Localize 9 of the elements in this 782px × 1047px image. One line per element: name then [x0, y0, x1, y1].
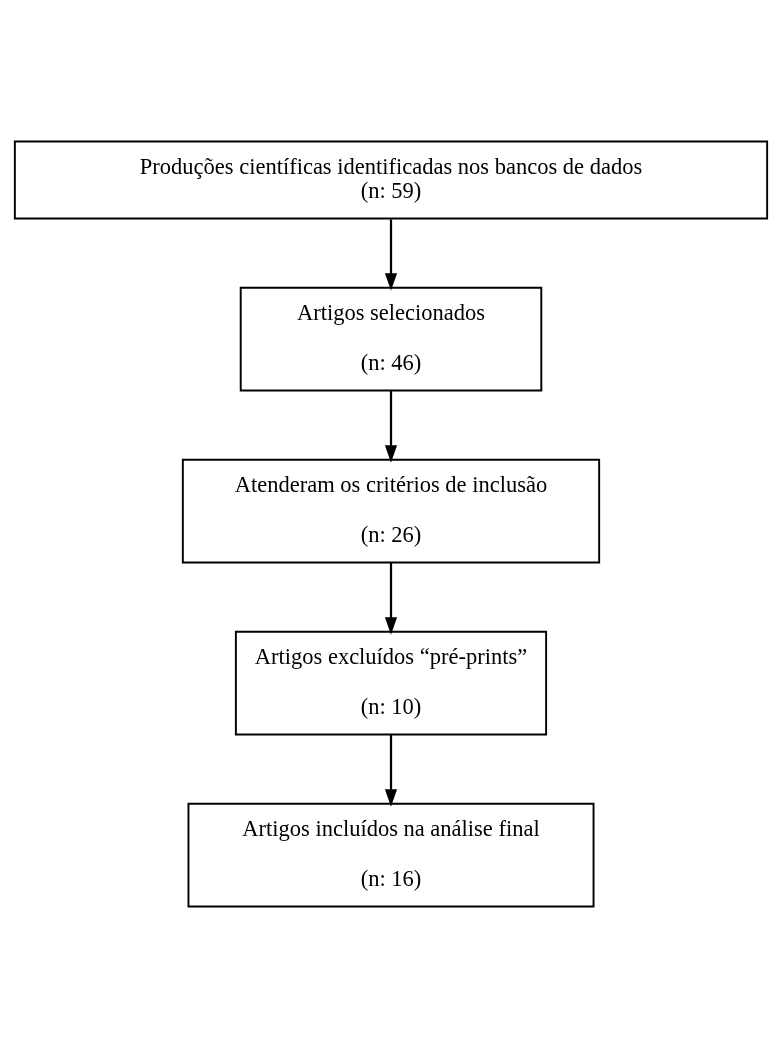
node-box: Atenderam os critérios de inclusão (n: 26)	[181, 458, 601, 564]
arrow	[384, 562, 398, 635]
node-box: Produções científicas identificadas nos bancos de dados (n: 59)	[13, 139, 769, 220]
arrow	[384, 390, 398, 463]
node-box: Artigos excluídos “pré-prints” (n: 10)	[234, 630, 548, 736]
node-box: Artigos incluídos na análise final (n: 16)	[187, 802, 595, 908]
arrow	[384, 734, 398, 807]
node-box: Artigos selecionados (n: 46)	[239, 286, 543, 392]
arrow	[384, 218, 398, 291]
